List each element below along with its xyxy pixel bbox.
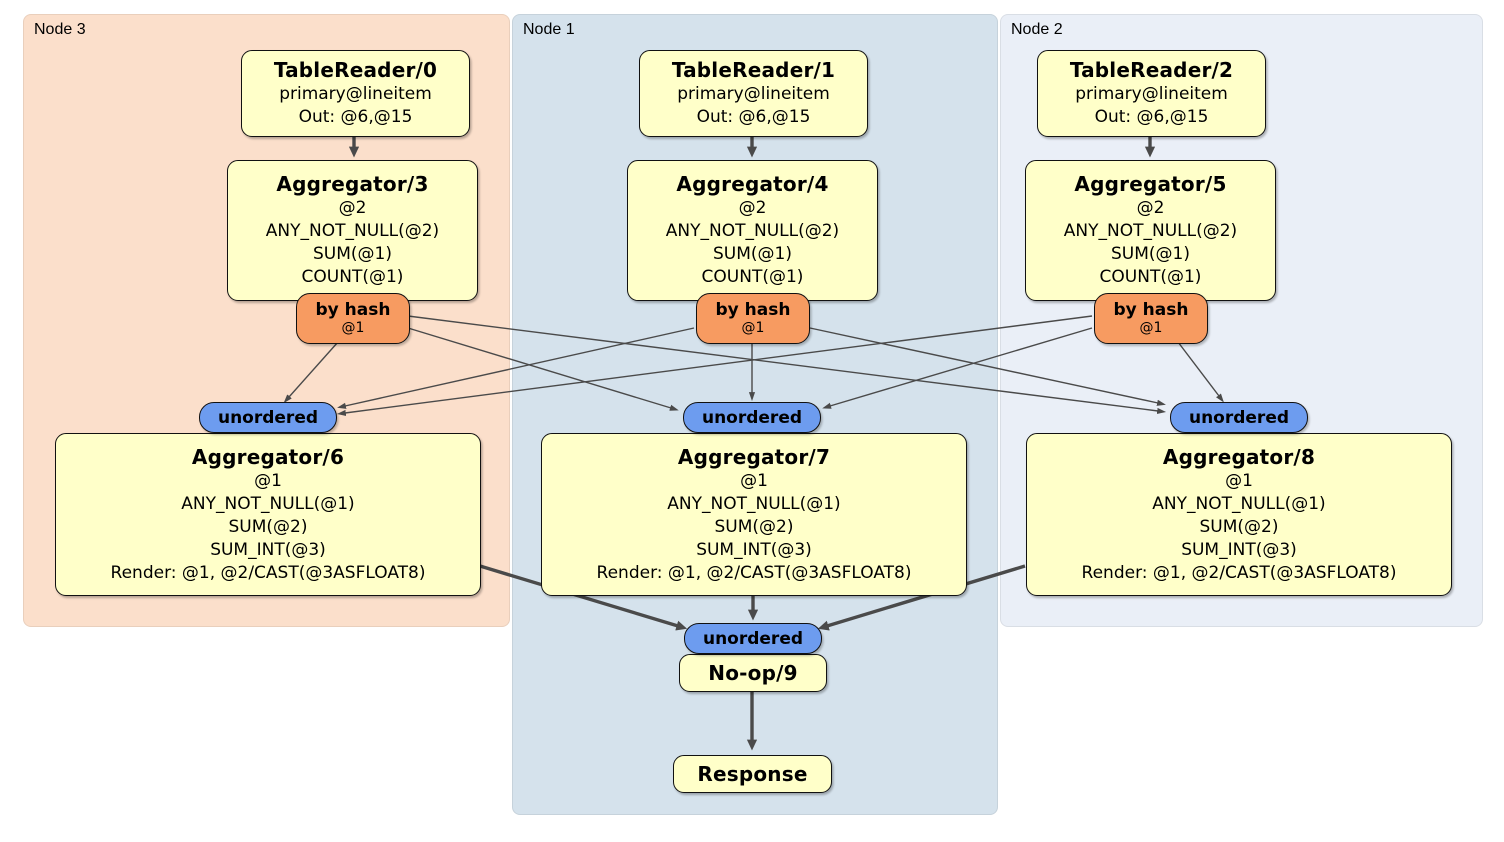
- hash-router: by hash @1: [1094, 293, 1208, 344]
- aggregator-box: Aggregator/4 @2 ANY_NOT_NULL(@2) SUM(@1)…: [627, 160, 878, 301]
- response-box: Response: [673, 755, 832, 793]
- router-title: by hash: [715, 300, 791, 320]
- processor-detail: ANY_NOT_NULL(@1): [667, 493, 841, 514]
- processor-detail: SUM_INT(@3): [696, 539, 812, 560]
- processor-title: Aggregator/6: [191, 444, 345, 469]
- processor-detail: SUM_INT(@3): [210, 539, 326, 560]
- processor-detail: ANY_NOT_NULL(@1): [181, 493, 355, 514]
- hash-router: by hash @1: [696, 293, 810, 344]
- router-detail: @1: [741, 320, 765, 336]
- processor-title: Aggregator/4: [676, 172, 829, 196]
- processor-detail: Render: @1, @2/CAST(@3ASFLOAT8): [596, 562, 912, 583]
- processor-detail: Out: @6,@15: [696, 107, 811, 127]
- tablereader-box: TableReader/1 primary@lineitem Out: @6,@…: [639, 50, 868, 137]
- unordered-sync: unordered: [1170, 402, 1308, 433]
- sync-label: unordered: [702, 628, 804, 649]
- processor-detail: SUM(@1): [313, 244, 392, 264]
- tablereader-box: TableReader/2 primary@lineitem Out: @6,@…: [1037, 50, 1266, 137]
- unordered-sync: unordered: [683, 402, 821, 433]
- processor-detail: SUM(@2): [228, 516, 308, 537]
- processor-detail: @2: [738, 198, 767, 218]
- processor-detail: @2: [1136, 198, 1165, 218]
- processor-detail: @1: [254, 470, 282, 491]
- edge-hash3-sync2: [407, 315, 1167, 414]
- edge-hash3-sync1: [407, 327, 679, 411]
- hash-router: by hash @1: [296, 293, 410, 344]
- aggregator-box: Aggregator/6 @1 ANY_NOT_NULL(@1) SUM(@2)…: [55, 433, 481, 596]
- processor-detail: COUNT(@1): [701, 267, 804, 287]
- processor-title: Aggregator/3: [276, 172, 429, 196]
- processor-title: Aggregator/7: [677, 444, 831, 469]
- edge-hash2-sync2: [1177, 341, 1224, 403]
- processor-detail: SUM(@1): [713, 244, 792, 264]
- edge-hash1-sync3: [337, 327, 695, 409]
- noop-box: No-op/9: [679, 654, 827, 692]
- processor-detail: primary@lineitem: [279, 84, 432, 104]
- aggregator-box: Aggregator/5 @2 ANY_NOT_NULL(@2) SUM(@1)…: [1025, 160, 1276, 301]
- tablereader-box: TableReader/0 primary@lineitem Out: @6,@…: [241, 50, 470, 137]
- node-region-label: Node 3: [34, 21, 86, 38]
- processor-detail: ANY_NOT_NULL(@2): [665, 221, 840, 241]
- node-region-label: Node 2: [1011, 21, 1063, 38]
- router-title: by hash: [315, 300, 391, 320]
- processor-detail: SUM(@1): [1111, 244, 1190, 264]
- processor-detail: primary@lineitem: [1075, 84, 1228, 104]
- unordered-sync: unordered: [199, 402, 337, 433]
- processor-title: TableReader/1: [671, 58, 836, 82]
- processor-title: TableReader/0: [273, 58, 438, 82]
- edge-hash3-sync3: [283, 341, 339, 404]
- edge-agg6-finalsync: [479, 564, 688, 631]
- processor-title: Response: [697, 761, 808, 786]
- processor-title: TableReader/2: [1069, 58, 1234, 82]
- router-detail: @1: [1139, 320, 1163, 336]
- edge-agg8-finalsync: [817, 564, 1026, 631]
- router-title: by hash: [1113, 300, 1189, 320]
- aggregator-box: Aggregator/7 @1 ANY_NOT_NULL(@1) SUM(@2)…: [541, 433, 967, 596]
- processor-detail: primary@lineitem: [677, 84, 830, 104]
- processor-detail: @1: [740, 470, 768, 491]
- sync-label: unordered: [1188, 407, 1290, 428]
- edge-hash2-sync1: [822, 327, 1093, 409]
- sync-label: unordered: [217, 407, 319, 428]
- edge-hash2-sync3: [336, 315, 1093, 416]
- edge-hash1-sync2: [809, 327, 1166, 406]
- processor-detail: Render: @1, @2/CAST(@3ASFLOAT8): [110, 562, 426, 583]
- processor-detail: SUM(@2): [1199, 516, 1279, 537]
- aggregator-box: Aggregator/3 @2 ANY_NOT_NULL(@2) SUM(@1)…: [227, 160, 478, 301]
- processor-detail: Out: @6,@15: [1094, 107, 1209, 127]
- processor-detail: COUNT(@1): [1099, 267, 1202, 287]
- processor-detail: COUNT(@1): [301, 267, 404, 287]
- node-region-label: Node 1: [523, 21, 575, 38]
- router-detail: @1: [341, 320, 365, 336]
- processor-detail: @1: [1225, 470, 1253, 491]
- aggregator-box: Aggregator/8 @1 ANY_NOT_NULL(@1) SUM(@2)…: [1026, 433, 1452, 596]
- processor-detail: ANY_NOT_NULL(@2): [265, 221, 440, 241]
- processor-detail: Render: @1, @2/CAST(@3ASFLOAT8): [1081, 562, 1397, 583]
- processor-title: No-op/9: [708, 660, 798, 685]
- processor-detail: SUM_INT(@3): [1181, 539, 1297, 560]
- unordered-sync-final: unordered: [684, 623, 822, 654]
- processor-detail: Out: @6,@15: [298, 107, 413, 127]
- processor-detail: ANY_NOT_NULL(@2): [1063, 221, 1238, 241]
- processor-detail: @2: [338, 198, 367, 218]
- processor-detail: ANY_NOT_NULL(@1): [1152, 493, 1326, 514]
- processor-detail: SUM(@2): [714, 516, 794, 537]
- processor-title: Aggregator/5: [1074, 172, 1227, 196]
- processor-title: Aggregator/8: [1162, 444, 1316, 469]
- sync-label: unordered: [701, 407, 803, 428]
